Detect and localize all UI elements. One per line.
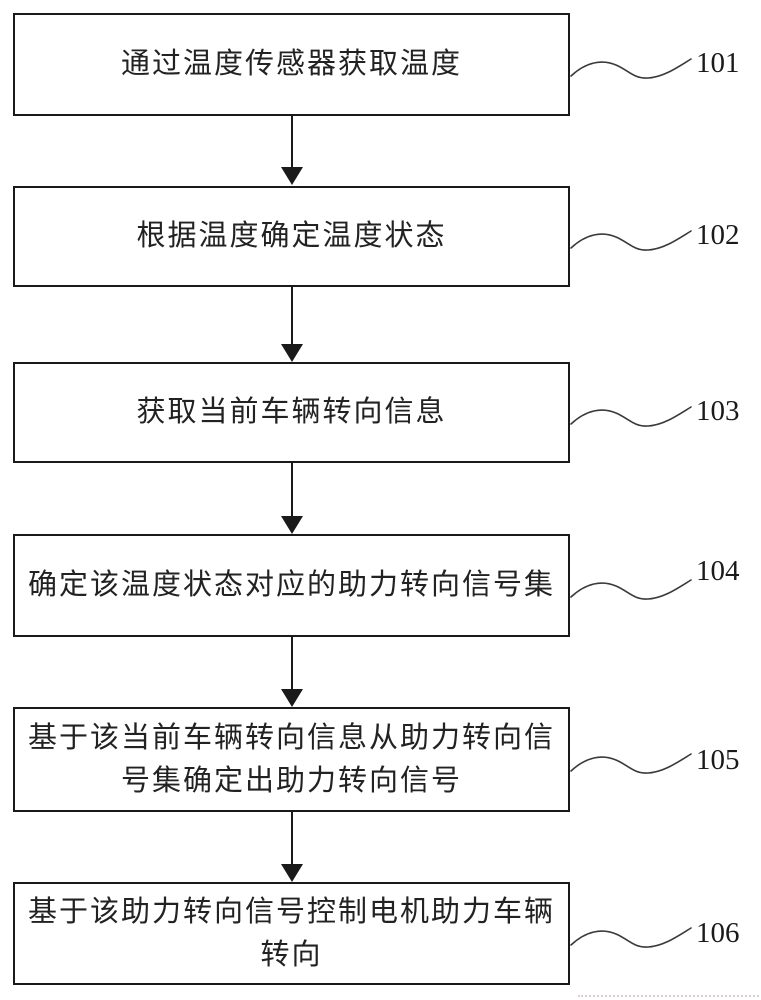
arrow-head bbox=[281, 167, 303, 185]
flow-step-box-103: 获取当前车辆转向信息 bbox=[13, 362, 570, 463]
squiggle-connector-104 bbox=[570, 579, 692, 600]
arrow-shaft bbox=[291, 812, 293, 864]
squiggle-connector-101 bbox=[570, 58, 692, 79]
down-arrow-icon bbox=[281, 812, 303, 882]
flow-step-box-104: 确定该温度状态对应的助力转向信号集 bbox=[13, 534, 570, 637]
arrow-head bbox=[281, 344, 303, 362]
squiggle-connector-102 bbox=[570, 230, 692, 251]
flow-step-text-101: 通过温度传感器获取温度 bbox=[120, 48, 462, 80]
squiggle-connector-106 bbox=[570, 927, 692, 948]
down-arrow-icon bbox=[281, 637, 303, 707]
flow-step-box-106: 基于该助力转向信号控制电机助力车辆 转向 bbox=[13, 882, 570, 985]
ref-label-106: 106 bbox=[696, 917, 740, 949]
squiggle-connector-103 bbox=[570, 406, 692, 427]
squiggle-connector-105 bbox=[570, 753, 692, 774]
flow-step-text-105: 基于该当前车辆转向信息从助力转向信 号集确定出助力转向信号 bbox=[27, 721, 555, 797]
arrow-head bbox=[281, 689, 303, 707]
ref-label-104: 104 bbox=[696, 555, 740, 587]
flow-step-box-105: 基于该当前车辆转向信息从助力转向信 号集确定出助力转向信号 bbox=[13, 707, 570, 812]
arrow-head bbox=[281, 864, 303, 882]
arrow-shaft bbox=[291, 463, 293, 516]
flow-step-box-102: 根据温度确定温度状态 bbox=[13, 186, 570, 287]
flow-step-text-106: 基于该助力转向信号控制电机助力车辆 转向 bbox=[27, 895, 555, 971]
arrow-head bbox=[281, 516, 303, 534]
arrow-shaft bbox=[291, 116, 293, 167]
down-arrow-icon bbox=[281, 463, 303, 534]
down-arrow-icon bbox=[281, 287, 303, 362]
ref-label-103: 103 bbox=[696, 395, 740, 427]
flow-step-box-101: 通过温度传感器获取温度 bbox=[13, 13, 570, 116]
ref-label-101: 101 bbox=[696, 47, 740, 79]
arrow-shaft bbox=[291, 637, 293, 689]
flow-step-text-103: 获取当前车辆转向信息 bbox=[136, 396, 447, 428]
flow-step-text-102: 根据温度确定温度状态 bbox=[136, 220, 447, 252]
ref-label-105: 105 bbox=[696, 744, 740, 776]
ref-label-102: 102 bbox=[696, 219, 740, 251]
scan-artifact-dotted-line bbox=[578, 995, 759, 997]
arrow-shaft bbox=[291, 287, 293, 344]
flow-step-text-104: 确定该温度状态对应的助力转向信号集 bbox=[27, 569, 555, 601]
down-arrow-icon bbox=[281, 116, 303, 185]
